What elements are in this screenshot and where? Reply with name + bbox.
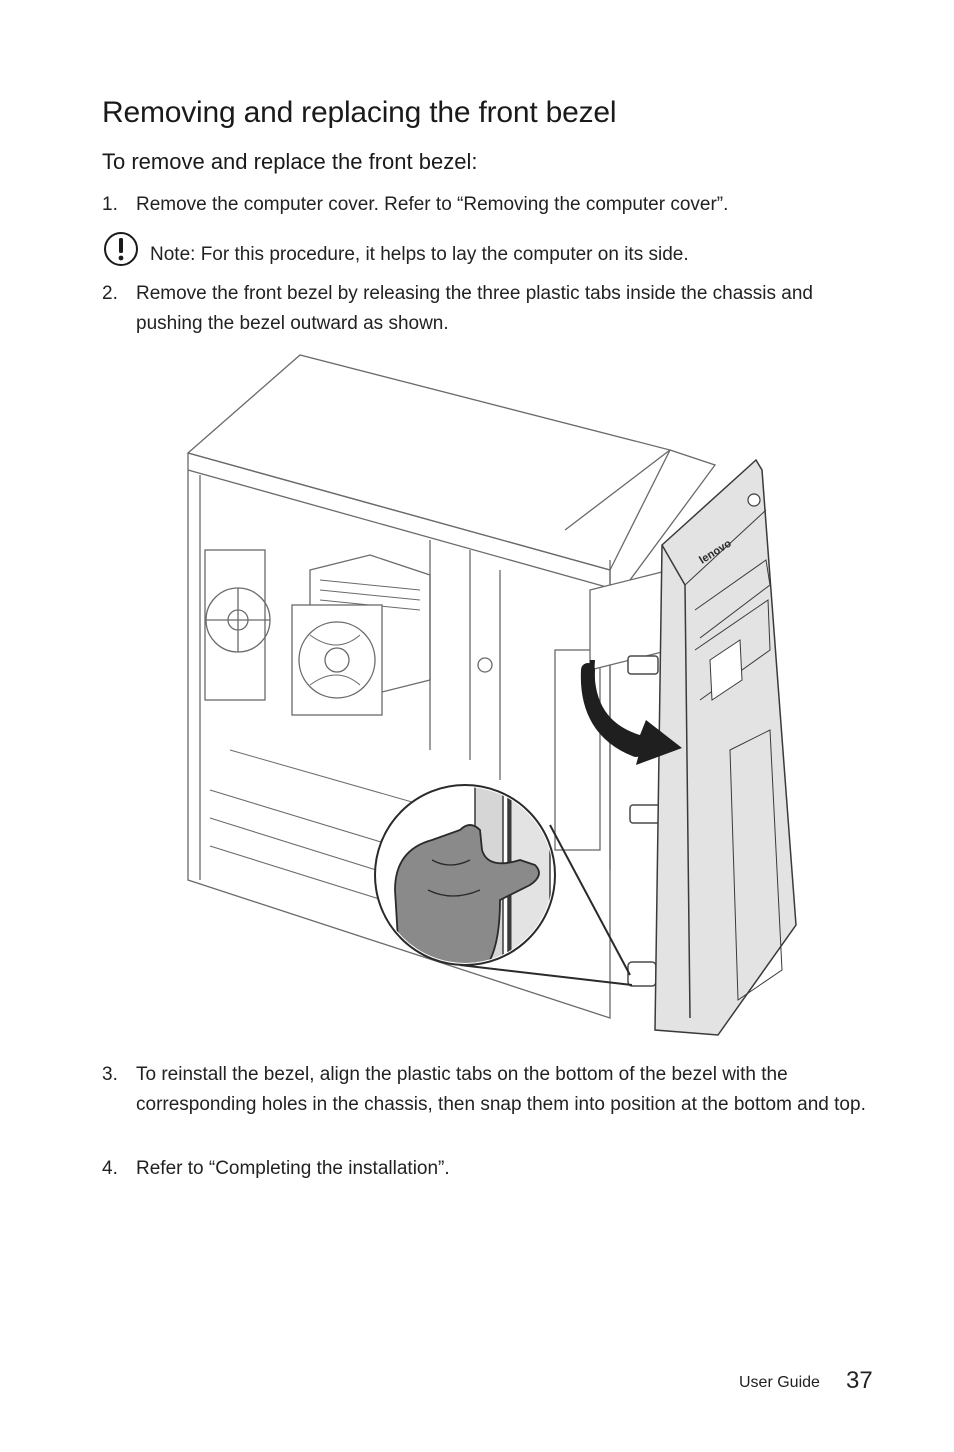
note-label: Note: <box>150 244 196 265</box>
note: Note: For this procedure, it helps to la… <box>102 230 862 270</box>
step-4: 4. Refer to “Completing the installation… <box>102 1154 882 1184</box>
step-3: 3. To reinstall the bezel, align the pla… <box>102 1060 882 1120</box>
step-number: 1. <box>102 194 118 215</box>
step-text: Refer to “Completing the installation”. <box>136 1158 450 1179</box>
note-body: For this procedure, it helps to lay the … <box>200 244 689 265</box>
bezel-removal-illustration: lenovo <box>170 350 810 1055</box>
step-text: Remove the front bezel by releasing the … <box>136 283 813 334</box>
step-number: 3. <box>102 1064 118 1085</box>
section-subtitle: To remove and replace the front bezel: <box>102 149 478 174</box>
step-text: Remove the computer cover. Refer to “Rem… <box>136 194 729 215</box>
step-text: To reinstall the bezel, align the plasti… <box>136 1064 866 1115</box>
step-1: 1. Remove the computer cover. Refer to “… <box>102 190 882 220</box>
exclamation-circle-icon <box>102 230 140 274</box>
page-number: 37 <box>846 1367 873 1394</box>
page-title: Removing and replacing the front bezel <box>102 96 617 129</box>
note-text: Note: For this procedure, it helps to la… <box>150 244 689 266</box>
step-2: 2. Remove the front bezel by releasing t… <box>102 279 882 339</box>
step-number: 2. <box>102 283 118 304</box>
footer-label: User Guide <box>739 1374 820 1391</box>
step-number: 4. <box>102 1158 118 1179</box>
